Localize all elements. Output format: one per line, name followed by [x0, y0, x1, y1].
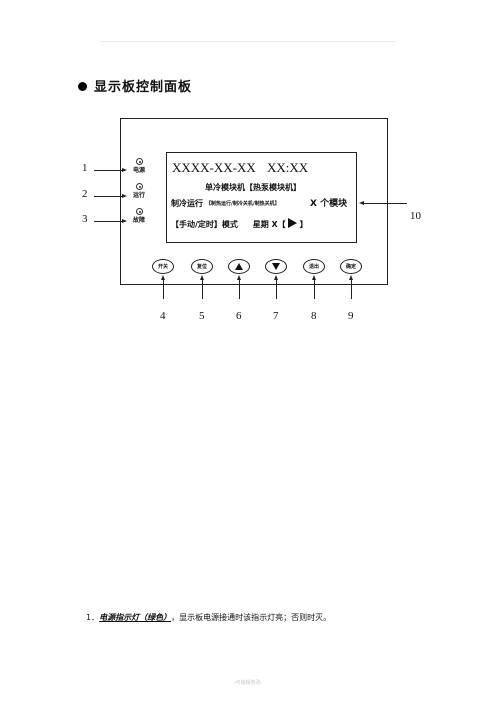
- up-triangle-icon: [235, 263, 243, 270]
- callout-line-5: [202, 279, 203, 299]
- screen-datetime: XXXX-XX-XX XX:XX: [172, 160, 309, 175]
- confirm-label: 确定: [345, 264, 356, 270]
- fault-indicator-lamp: [136, 208, 143, 215]
- callout-number-9: 9: [348, 310, 354, 322]
- play-icon: [287, 218, 297, 228]
- section-heading: 显示板控制面板: [94, 80, 193, 95]
- note-text: ，显示板电源接通时该指示灯亮；否则时灭。: [171, 613, 332, 622]
- callout-line-2: [94, 196, 123, 197]
- arrow-up-icon: [348, 275, 353, 280]
- screen-mode: 【手动/定时】模式: [171, 220, 238, 229]
- callout-line-10: [363, 203, 407, 204]
- callout-number-2: 2: [82, 188, 88, 200]
- run-indicator-lamp: [136, 183, 143, 190]
- note-number: 1．: [86, 613, 100, 622]
- power-indicator-label: 电源: [133, 167, 146, 174]
- page-footer: -可编辑修改-: [233, 680, 263, 686]
- arrow-up-icon: [236, 275, 241, 280]
- callout-number-5: 5: [199, 310, 205, 322]
- screen-module-count: X 个模块: [310, 199, 348, 209]
- callout-number-6: 6: [236, 310, 242, 322]
- down-button[interactable]: [265, 259, 287, 274]
- callout-line-7: [276, 279, 277, 299]
- fault-indicator-label: 故障: [133, 217, 146, 224]
- screen-run-status: 制冷运行: [171, 199, 203, 208]
- callout-number-4: 4: [160, 310, 166, 322]
- down-triangle-icon: [272, 263, 280, 270]
- arrow-left-icon: [359, 201, 364, 205]
- header-rule: [100, 41, 396, 42]
- arrow-right-icon: [122, 168, 127, 172]
- lcd-screen: [166, 152, 357, 243]
- callout-number-3: 3: [82, 213, 88, 225]
- exit-label: 退出: [308, 264, 319, 270]
- arrow-up-icon: [273, 275, 278, 280]
- run-indicator-label: 运行: [133, 192, 146, 199]
- power-indicator-lamp: [136, 158, 143, 165]
- exit-button[interactable]: 退出: [303, 259, 325, 274]
- arrow-up-icon: [311, 275, 316, 280]
- power-switch-button[interactable]: 开关: [152, 259, 174, 274]
- callout-line-1: [94, 170, 123, 171]
- callout-line-3: [94, 221, 123, 222]
- note-term: 电源指示灯（绿色）: [99, 613, 172, 622]
- callout-line-8: [314, 279, 315, 299]
- callout-number-10: 10: [410, 210, 421, 222]
- callout-line-4: [163, 279, 164, 299]
- power-switch-label: 开关: [157, 264, 168, 270]
- screen-weekday: 星期 X【: [252, 220, 286, 229]
- arrow-up-icon: [160, 275, 165, 280]
- arrow-right-icon: [122, 219, 127, 223]
- callout-number-7: 7: [273, 310, 279, 322]
- screen-unit-type: 单冷模块机【热泵模块机】: [205, 183, 301, 192]
- up-button[interactable]: [228, 259, 250, 274]
- control-panel: [120, 118, 388, 285]
- screen-weekday-close: 】: [299, 220, 308, 229]
- reset-label: 复位: [196, 264, 207, 270]
- reset-button[interactable]: 复位: [191, 259, 213, 274]
- callout-line-9: [351, 279, 352, 299]
- callout-number-1: 1: [82, 162, 88, 174]
- note-power-indicator: 1．电源指示灯（绿色），显示板电源接通时该指示灯亮；否则时灭。: [86, 612, 331, 623]
- callout-number-8: 8: [311, 310, 317, 322]
- callout-line-6: [239, 279, 240, 299]
- arrow-up-icon: [199, 275, 204, 280]
- bullet-icon: [78, 82, 87, 91]
- screen-run-status-options: 【制热运行/制冷关机/制热关机】: [206, 201, 280, 207]
- screen-mode-line: 【手动/定时】模式 星期 X【 】: [171, 218, 308, 230]
- confirm-button[interactable]: 确定: [340, 259, 362, 274]
- arrow-right-icon: [122, 194, 127, 198]
